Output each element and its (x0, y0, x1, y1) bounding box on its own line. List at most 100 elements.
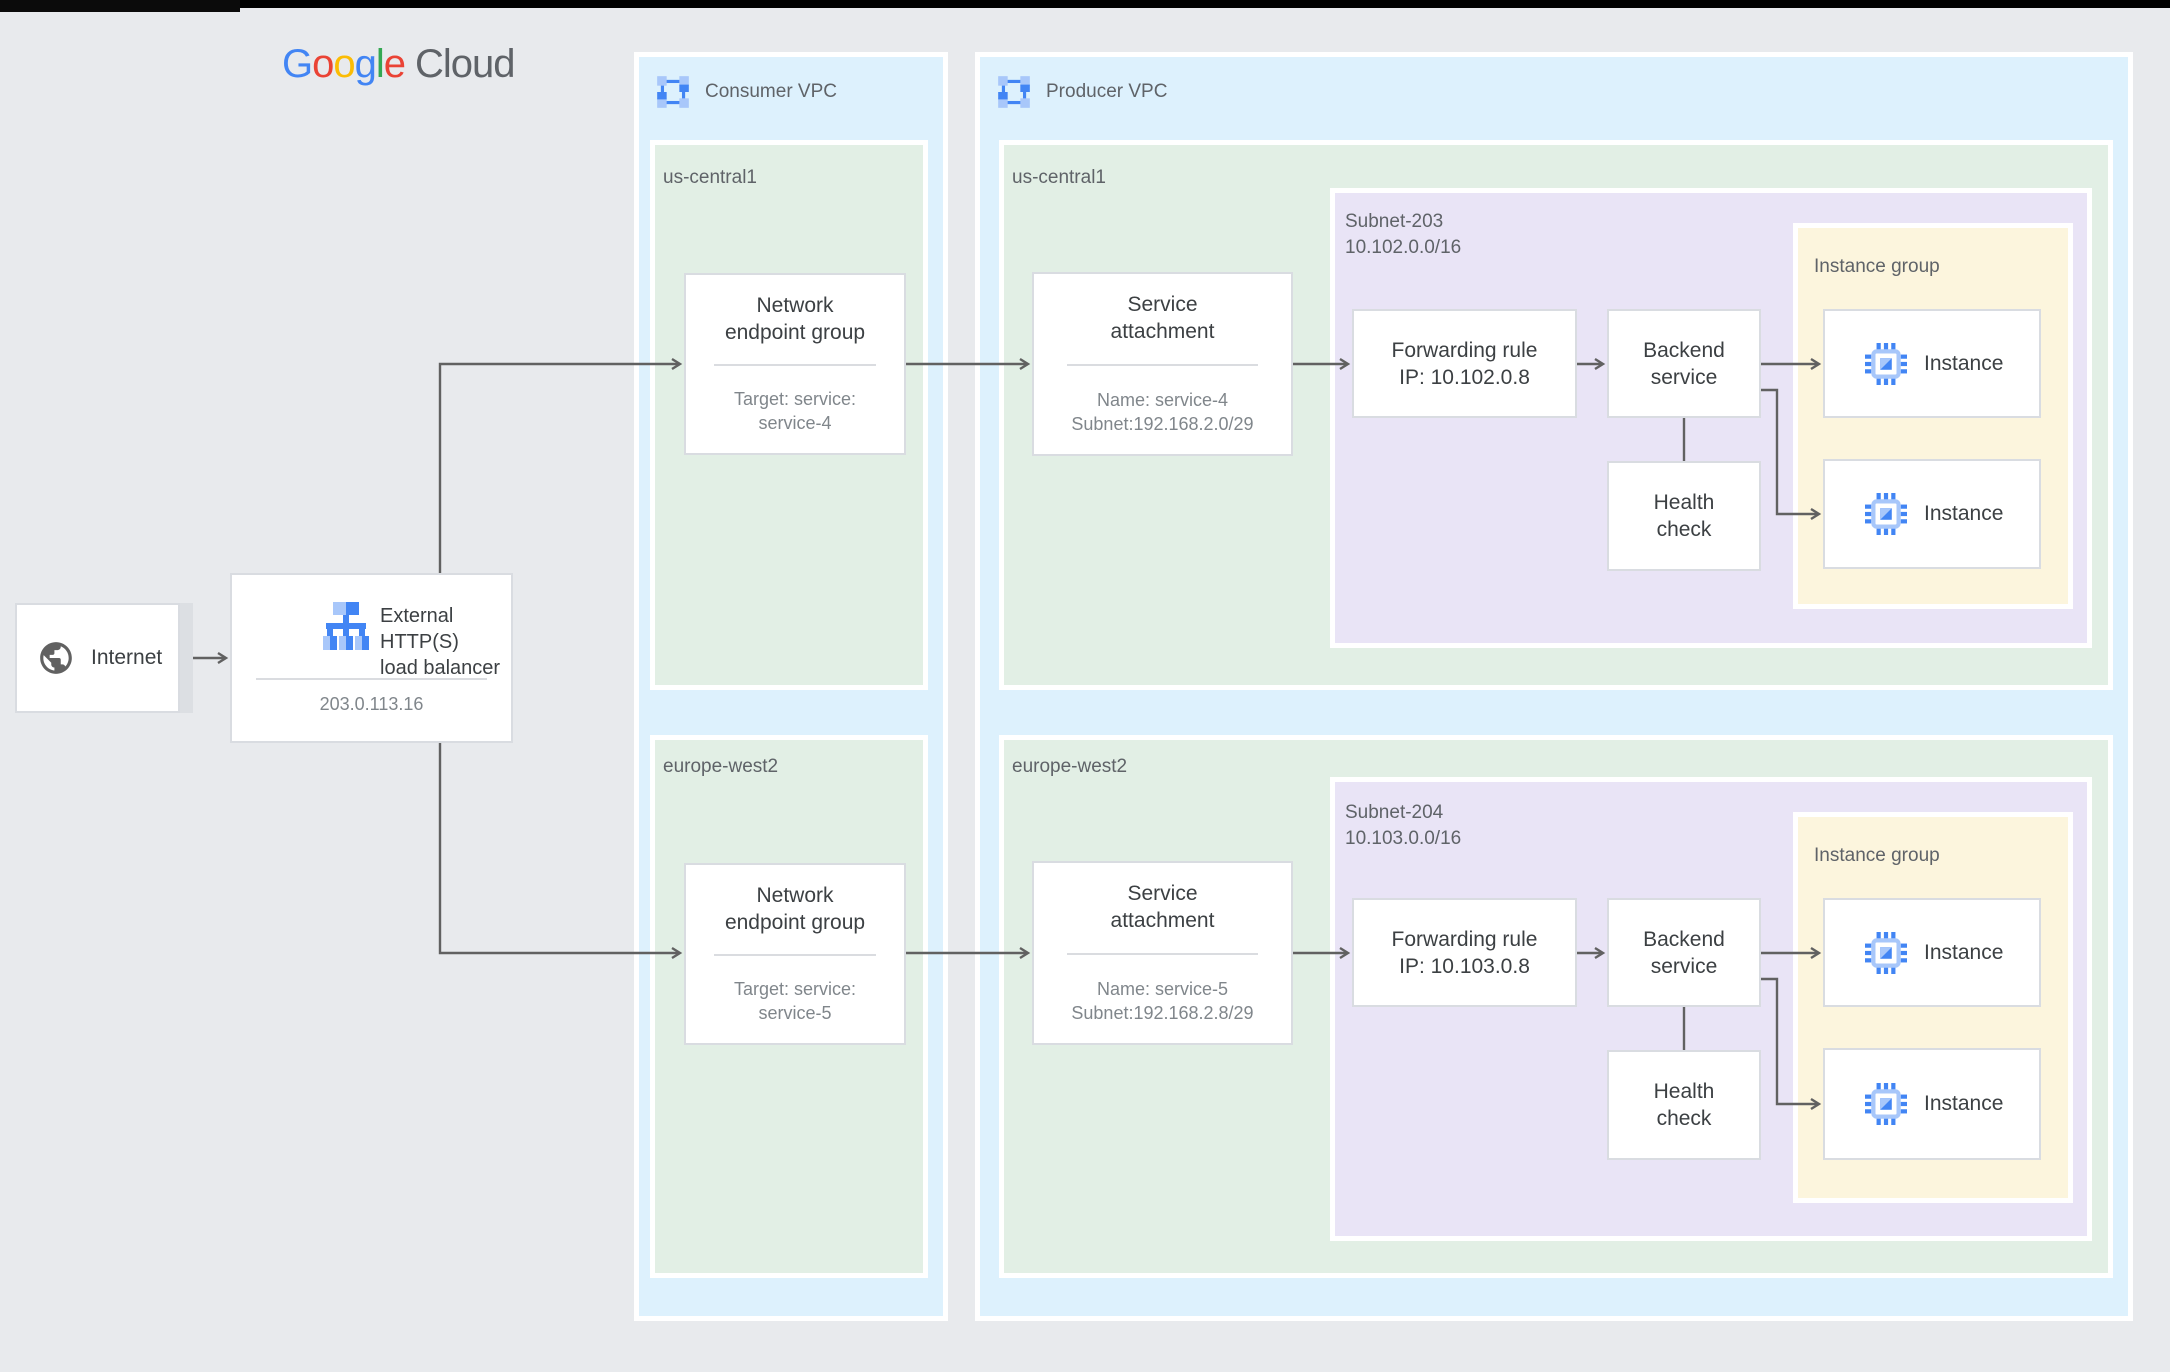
producer-vpc-label: Producer VPC (1046, 81, 1168, 102)
neg-subtitle: Target: service: service-5 (686, 958, 904, 1043)
sa-divider (1067, 364, 1258, 366)
consumer-vpc-label: Consumer VPC (705, 81, 837, 102)
instance-group-2: Instance group (1793, 812, 2073, 1203)
subnet-204-container: Subnet-204 10.103.0.0/16 Forwarding rule… (1330, 777, 2092, 1241)
backend-service-line2: service (1650, 954, 1718, 978)
subnet-203-container: Subnet-203 10.102.0.0/16 Forwarding rule… (1330, 188, 2092, 648)
subnet-label: Subnet-203 10.102.0.0/16 (1345, 209, 1461, 261)
instance-group-label: Instance group (1814, 845, 1940, 866)
network-endpoint-group-1: Network endpoint group Target: service: … (684, 273, 906, 455)
instance-icon (1865, 1083, 1907, 1125)
logo-letter: o (333, 42, 355, 86)
sa-title-line2: attachment (1110, 320, 1215, 343)
consumer-region-europe-west2: europe-west2 Network endpoint group Targ… (650, 735, 928, 1278)
forwarding-rule-2: Forwarding rule IP: 10.103.0.8 (1352, 898, 1577, 1007)
load-balancer-icon (323, 602, 369, 650)
producer-region-us-central1: us-central1 Service attachment Name: ser… (999, 140, 2113, 690)
health-check-2: Health check (1607, 1050, 1761, 1160)
backend-service-2: Backend service (1607, 898, 1761, 1007)
instance-node: Instance (1823, 1048, 2041, 1160)
sa-sub-line2: Subnet:192.168.2.8/29 (1071, 1003, 1254, 1023)
forwarding-rule-line1: Forwarding rule (1391, 927, 1538, 951)
service-attachment-1: Service attachment Name: service-4 Subne… (1032, 272, 1293, 456)
instance-group-1: Instance group (1793, 223, 2073, 609)
sa-subtitle: Name: service-4 Subnet:192.168.2.0/29 (1034, 370, 1291, 454)
backend-service-line1: Backend (1643, 927, 1725, 951)
load-balancer-title: External HTTP(S) load balancer (380, 603, 506, 681)
load-balancer-ip: 203.0.113.16 (319, 694, 424, 714)
region-label: us-central1 (663, 167, 757, 188)
health-check-line2: check (1656, 1107, 1712, 1130)
backend-service-line2: service (1650, 365, 1718, 389)
neg-sub-line1: Target: service: (733, 388, 857, 409)
neg-subtitle: Target: service: service-4 (686, 368, 904, 453)
instance-label: Instance (1924, 1092, 2004, 1115)
instance-group-label: Instance group (1814, 256, 1940, 277)
health-check-line2: check (1656, 518, 1712, 541)
instance-node: Instance (1823, 459, 2041, 569)
sa-divider (1067, 953, 1258, 955)
instance-label: Instance (1924, 351, 2004, 375)
health-check-line1: Health (1653, 491, 1715, 514)
subnet-name: Subnet-203 (1345, 211, 1444, 232)
instance-icon (1865, 493, 1907, 535)
load-balancer-title-line2: load balancer (380, 657, 501, 679)
sa-title-line1: Service (1127, 293, 1198, 316)
subnet-name: Subnet-204 (1345, 802, 1444, 823)
forwarding-rule-line1: Forwarding rule (1391, 338, 1538, 362)
neg-sub-line2: service-4 (758, 412, 832, 433)
neg-title-line2: endpoint group (724, 910, 866, 934)
logo-cloud-text: Cloud (415, 42, 516, 86)
sa-title: Service attachment (1034, 863, 1291, 951)
vpc-icon (657, 76, 689, 108)
subnet-cidr: 10.103.0.0/16 (1345, 828, 1462, 849)
forwarding-rule-line2: IP: 10.103.0.8 (1399, 954, 1530, 978)
service-attachment-2: Service attachment Name: service-5 Subne… (1032, 861, 1293, 1045)
logo-letter: e (383, 42, 406, 86)
consumer-region-us-central1: us-central1 Network endpoint group Targe… (650, 140, 928, 690)
logo-letter: l (375, 42, 385, 86)
consumer-vpc-container: Consumer VPC us-central1 Network endpoin… (634, 52, 948, 1321)
instance-label: Instance (1924, 940, 2004, 964)
sa-sub-line1: Name: service-4 (1096, 390, 1229, 410)
instance-icon (1865, 931, 1907, 974)
backend-service-1: Backend service (1607, 309, 1761, 418)
vpc-icon (998, 76, 1030, 108)
instance-icon (1865, 342, 1907, 385)
logo-letter: G (282, 42, 313, 86)
neg-divider (714, 954, 876, 956)
top-black-bar-left (0, 0, 240, 12)
instance-label: Instance (1924, 502, 2004, 525)
producer-vpc-container: Producer VPC us-central1 Service attachm… (975, 52, 2133, 1321)
neg-title-line1: Network (756, 293, 834, 317)
region-label: us-central1 (1012, 167, 1106, 188)
logo-letter: o (312, 42, 334, 86)
internet-label: Internet (91, 646, 163, 669)
health-check-line1: Health (1653, 1080, 1715, 1103)
neg-title-line2: endpoint group (724, 320, 866, 344)
load-balancer-divider (256, 678, 487, 680)
producer-region-europe-west2: europe-west2 Service attachment Name: se… (999, 735, 2113, 1278)
subnet-cidr: 10.102.0.0/16 (1345, 237, 1462, 258)
logo-letter: g (354, 42, 377, 86)
globe-icon (40, 642, 72, 674)
sa-subtitle: Name: service-5 Subnet:192.168.2.8/29 (1034, 959, 1291, 1043)
forwarding-rule-1: Forwarding rule IP: 10.102.0.8 (1352, 309, 1577, 418)
health-check-1: Health check (1607, 461, 1761, 571)
region-label: europe-west2 (663, 756, 779, 777)
neg-title: Network endpoint group (686, 865, 904, 952)
subnet-label: Subnet-204 10.103.0.0/16 (1345, 800, 1461, 852)
region-label: europe-west2 (1012, 756, 1128, 777)
top-black-bar (0, 0, 2170, 8)
sa-title: Service attachment (1034, 274, 1291, 362)
neg-sub-line2: service-5 (758, 1002, 832, 1023)
internet-node: Internet (15, 603, 180, 713)
sa-sub-line2: Subnet:192.168.2.0/29 (1071, 414, 1254, 434)
forwarding-rule-line2: IP: 10.102.0.8 (1399, 365, 1530, 389)
sa-title-line2: attachment (1110, 909, 1215, 932)
sa-title-line1: Service (1127, 882, 1198, 905)
neg-title: Network endpoint group (686, 275, 904, 362)
instance-node: Instance (1823, 898, 2041, 1007)
